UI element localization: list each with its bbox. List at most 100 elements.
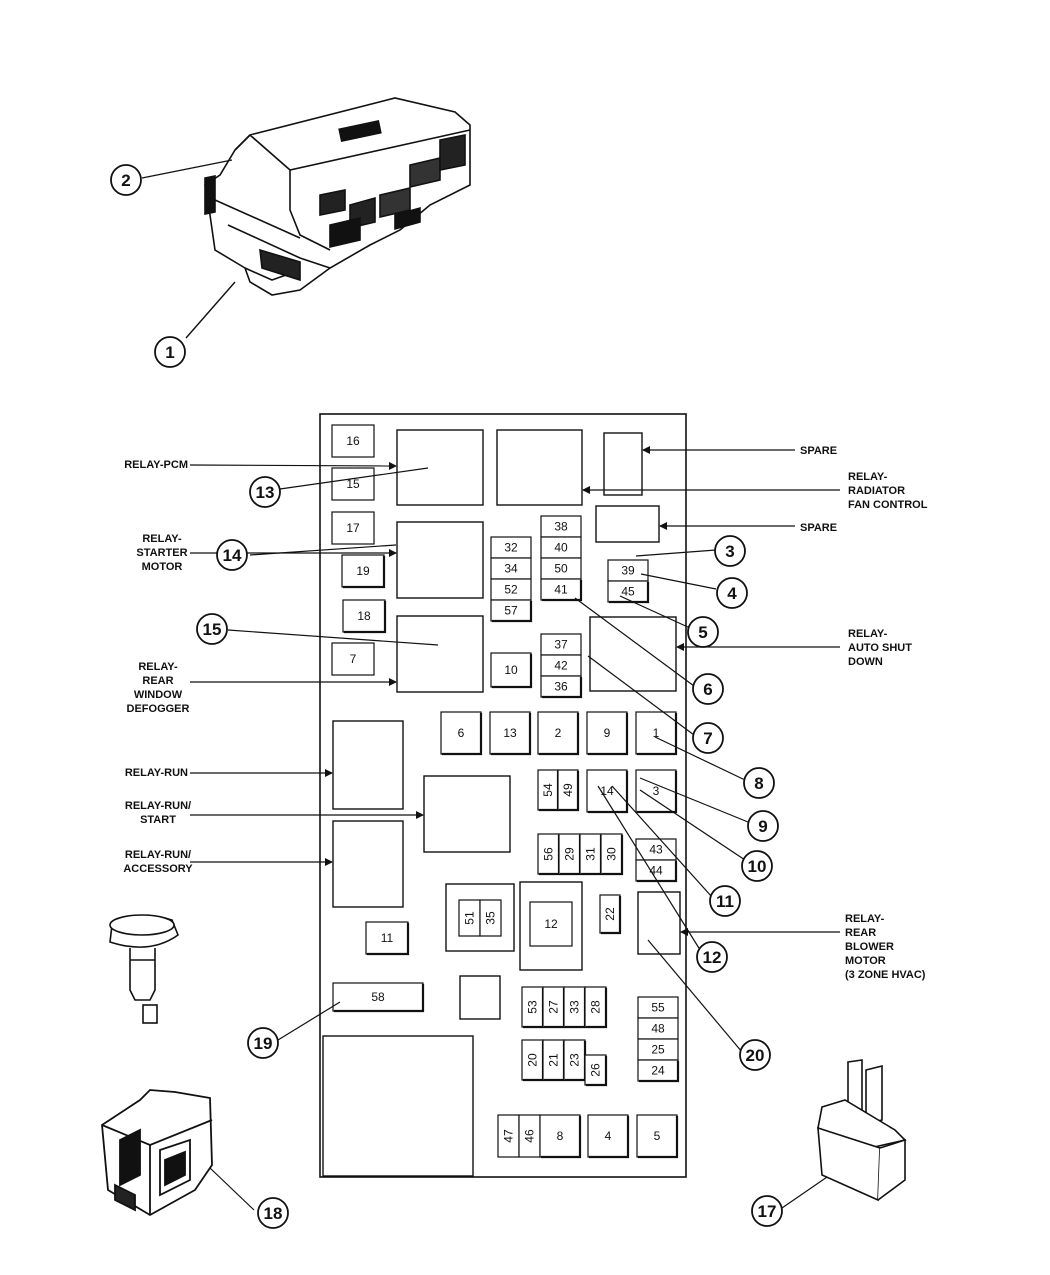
label-line: ACCESSORY: [123, 863, 193, 875]
callout-circle: [751, 1195, 783, 1227]
fuse-number: 25: [651, 1043, 665, 1057]
fuse-cell-54: 54: [537, 769, 560, 812]
fuse-number: 56: [542, 847, 556, 861]
callout-circle: [739, 1039, 771, 1071]
fuse-number: 5: [654, 1129, 661, 1143]
fuse-number: 30: [605, 847, 619, 861]
fuse-number: 46: [523, 1129, 537, 1143]
fuse-number: 29: [563, 847, 577, 861]
fuse-cell-shadow: [542, 580, 583, 602]
fuse-number: 2: [555, 726, 562, 740]
callout-20: 20: [739, 1039, 771, 1071]
fuse-box-outline: [319, 413, 687, 1178]
callout-leader-lines: [209, 467, 831, 1211]
fuse-cell-38: 38: [540, 515, 582, 538]
fuse-cell-shadow: [637, 771, 678, 814]
callout-number: 1: [165, 343, 174, 362]
fuse-cell-shadow: [442, 713, 483, 756]
fuse-cell-shadow: [491, 713, 532, 756]
callout-5: 5: [687, 616, 719, 648]
fuse-number: 39: [621, 564, 635, 578]
callout-circle: [154, 336, 186, 368]
fuse-cell-51: 51: [458, 899, 481, 937]
fuse-number: 20: [526, 1053, 540, 1067]
fuse-number: 48: [651, 1022, 665, 1036]
fuse-number: 17: [346, 521, 360, 535]
label-line: SPARE: [800, 445, 838, 457]
fuse-cell-56: 56: [537, 833, 561, 876]
callout-18: 18: [257, 1197, 289, 1229]
fuse-number: 38: [554, 520, 568, 534]
callout-circle: [709, 885, 741, 917]
fuse-cell-16: 16: [331, 424, 375, 458]
label-spare-mid: SPARE: [800, 521, 837, 535]
fuse-number: 16: [346, 434, 360, 448]
fuse-number: 8: [557, 1129, 564, 1143]
fuse-cell-shadow: [588, 713, 629, 756]
fuse-cell-35: 35: [479, 899, 502, 937]
callout-14: 14: [216, 539, 248, 571]
fuse-cell-box: [539, 1114, 581, 1158]
fuse-cell-44: 44: [635, 859, 678, 883]
fuse-cell-1: 1: [635, 711, 678, 756]
fuse-cell-shadow: [334, 984, 425, 1013]
callout-10: 10: [741, 850, 773, 882]
fuse-cell-53: 53: [521, 986, 545, 1029]
callout-circle: [692, 673, 724, 705]
fuse-cell-box: [479, 899, 502, 937]
fuse-number: 23: [568, 1053, 582, 1067]
label-relay-pcm-text: RELAY-PCM: [124, 459, 188, 471]
callout-circle: [716, 577, 748, 609]
fuse-cell-box: [529, 901, 573, 947]
fuse-number: 51: [463, 911, 477, 925]
fuse-number: 7: [350, 652, 357, 666]
callout-number: 10: [748, 857, 767, 876]
callout-number: 14: [223, 546, 242, 565]
fuse-cell-30: 30: [600, 833, 624, 876]
callout-circle: [741, 850, 773, 882]
fuse-number: 6: [458, 726, 465, 740]
fuse-number: 26: [589, 1063, 603, 1077]
fuse-cell-shadow: [637, 861, 678, 883]
fuse-number: 13: [503, 726, 517, 740]
fuse-cell-32: 32: [490, 536, 532, 559]
fuse-number: 24: [651, 1064, 665, 1078]
fuse-cell-shadow: [602, 835, 624, 876]
callout-circle: [216, 539, 248, 571]
fuse-cell-5: 5: [636, 1114, 679, 1159]
callout-circle: [692, 722, 724, 754]
callout-1: 1: [154, 336, 186, 368]
label-line: RELAY-RUN/: [124, 800, 192, 812]
fuse-cell-47: 47: [497, 1114, 520, 1158]
fuse-cell-48: 48: [637, 1017, 679, 1040]
callout-circle: [714, 535, 746, 567]
fuse-cell-shadow: [492, 601, 533, 623]
callout-number: 13: [256, 483, 275, 502]
fuse-number: 12: [544, 917, 558, 931]
fuse-cell-33: 33: [563, 986, 587, 1029]
callout-circle: [687, 616, 719, 648]
callout-circle: [247, 1027, 279, 1059]
label-relay-rear-blower-motor: RELAY- REAR BLOWER MOTOR (3 ZONE HVAC): [845, 912, 925, 982]
label-line: AUTO SHUT: [848, 642, 912, 654]
fuse-cell-15: 15: [331, 467, 375, 501]
label-line: RADIATOR: [848, 485, 906, 497]
label-line: RELAY-: [142, 533, 182, 545]
fuse-cell-27: 27: [542, 986, 566, 1029]
fuse-cell-3: 3: [635, 769, 678, 814]
fuse-cell-shadow: [589, 1116, 630, 1159]
callout-leader-lines-top: [141, 159, 236, 339]
fuse-cell-45: 45: [607, 580, 650, 604]
label-relay-starter-motor: RELAY- STARTER MOTOR: [130, 532, 194, 574]
label-line: SPARE: [800, 522, 838, 534]
fuse-number: 53: [526, 1000, 540, 1014]
fuse-cell-9: 9: [586, 711, 629, 756]
fuse-cell-shadow: [638, 1116, 679, 1159]
label-arrows: [189, 446, 840, 936]
fuse-cell-box: [331, 642, 375, 676]
callout-circle: [257, 1197, 289, 1229]
fuse-cell-37: 37: [540, 633, 582, 656]
label-relay-run: RELAY-RUN: [80, 766, 188, 780]
callout-2: 2: [110, 164, 142, 196]
callout-15: 15: [196, 613, 228, 645]
